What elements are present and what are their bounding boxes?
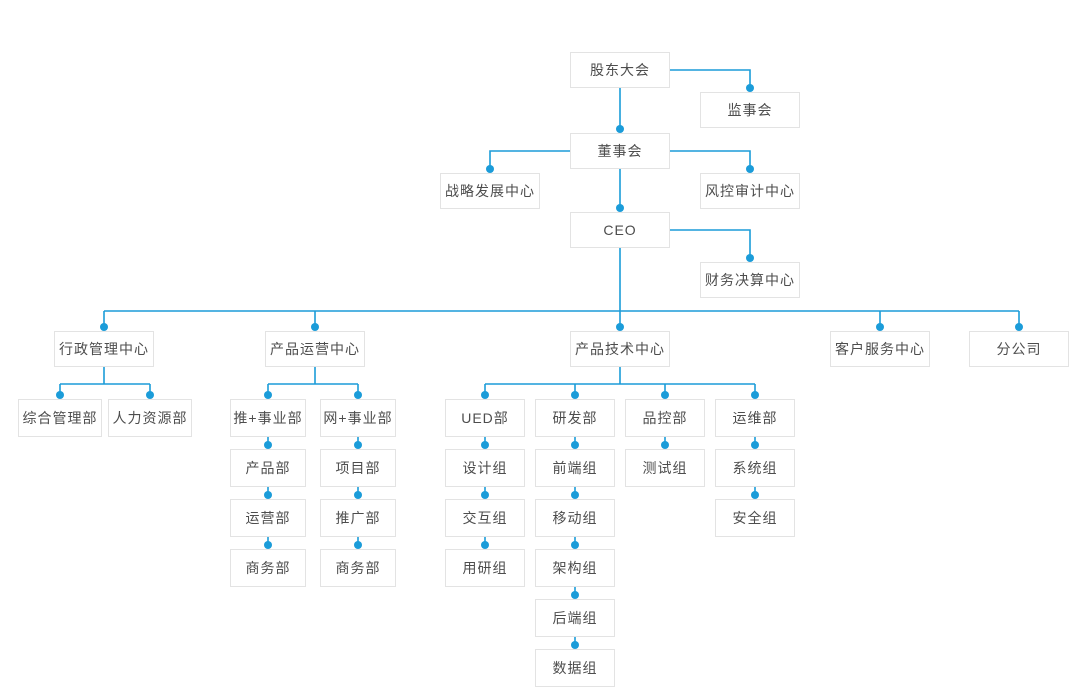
- org-node-system-group: 系统组: [715, 449, 795, 487]
- org-node-board-of-directors: 董事会: [570, 133, 670, 169]
- org-node-tui-business-dept: 推+事业部: [230, 399, 306, 437]
- org-node-mobile-group: 移动组: [535, 499, 615, 537]
- org-node-architecture-group: 架构组: [535, 549, 615, 587]
- org-node-product-ops-center: 产品运营中心: [265, 331, 365, 367]
- org-node-qc-dept: 品控部: [625, 399, 705, 437]
- org-node-frontend-group: 前端组: [535, 449, 615, 487]
- org-node-rnd-dept: 研发部: [535, 399, 615, 437]
- org-node-promotion-dept: 推广部: [320, 499, 396, 537]
- org-node-ued-dept: UED部: [445, 399, 525, 437]
- org-node-hr-dept: 人力资源部: [108, 399, 192, 437]
- org-node-ceo: CEO: [570, 212, 670, 248]
- org-node-branch-company: 分公司: [969, 331, 1069, 367]
- org-node-shareholders-meeting: 股东大会: [570, 52, 670, 88]
- org-node-ops-dept: 运维部: [715, 399, 795, 437]
- org-node-strategy-center: 战略发展中心: [440, 173, 540, 209]
- org-node-general-mgmt-dept: 综合管理部: [18, 399, 102, 437]
- org-node-product-dept: 产品部: [230, 449, 306, 487]
- org-node-interaction-group: 交互组: [445, 499, 525, 537]
- connector-dots: [56, 84, 1023, 649]
- org-node-admin-center: 行政管理中心: [54, 331, 154, 367]
- org-node-wang-business-dept: 网+事业部: [320, 399, 396, 437]
- org-node-business-dept-wang: 商务部: [320, 549, 396, 587]
- org-node-product-tech-center: 产品技术中心: [570, 331, 670, 367]
- org-node-security-group: 安全组: [715, 499, 795, 537]
- org-node-testing-group: 测试组: [625, 449, 705, 487]
- org-node-finance-center: 财务决算中心: [700, 262, 800, 298]
- org-node-operations-dept: 运营部: [230, 499, 306, 537]
- org-node-customer-service-center: 客户服务中心: [830, 331, 930, 367]
- org-node-backend-group: 后端组: [535, 599, 615, 637]
- org-node-business-dept-tui: 商务部: [230, 549, 306, 587]
- org-node-risk-audit-center: 风控审计中心: [700, 173, 800, 209]
- org-node-design-group: 设计组: [445, 449, 525, 487]
- org-node-data-group: 数据组: [535, 649, 615, 687]
- org-node-user-research-group: 用研组: [445, 549, 525, 587]
- org-node-supervisory-board: 监事会: [700, 92, 800, 128]
- org-node-project-dept: 项目部: [320, 449, 396, 487]
